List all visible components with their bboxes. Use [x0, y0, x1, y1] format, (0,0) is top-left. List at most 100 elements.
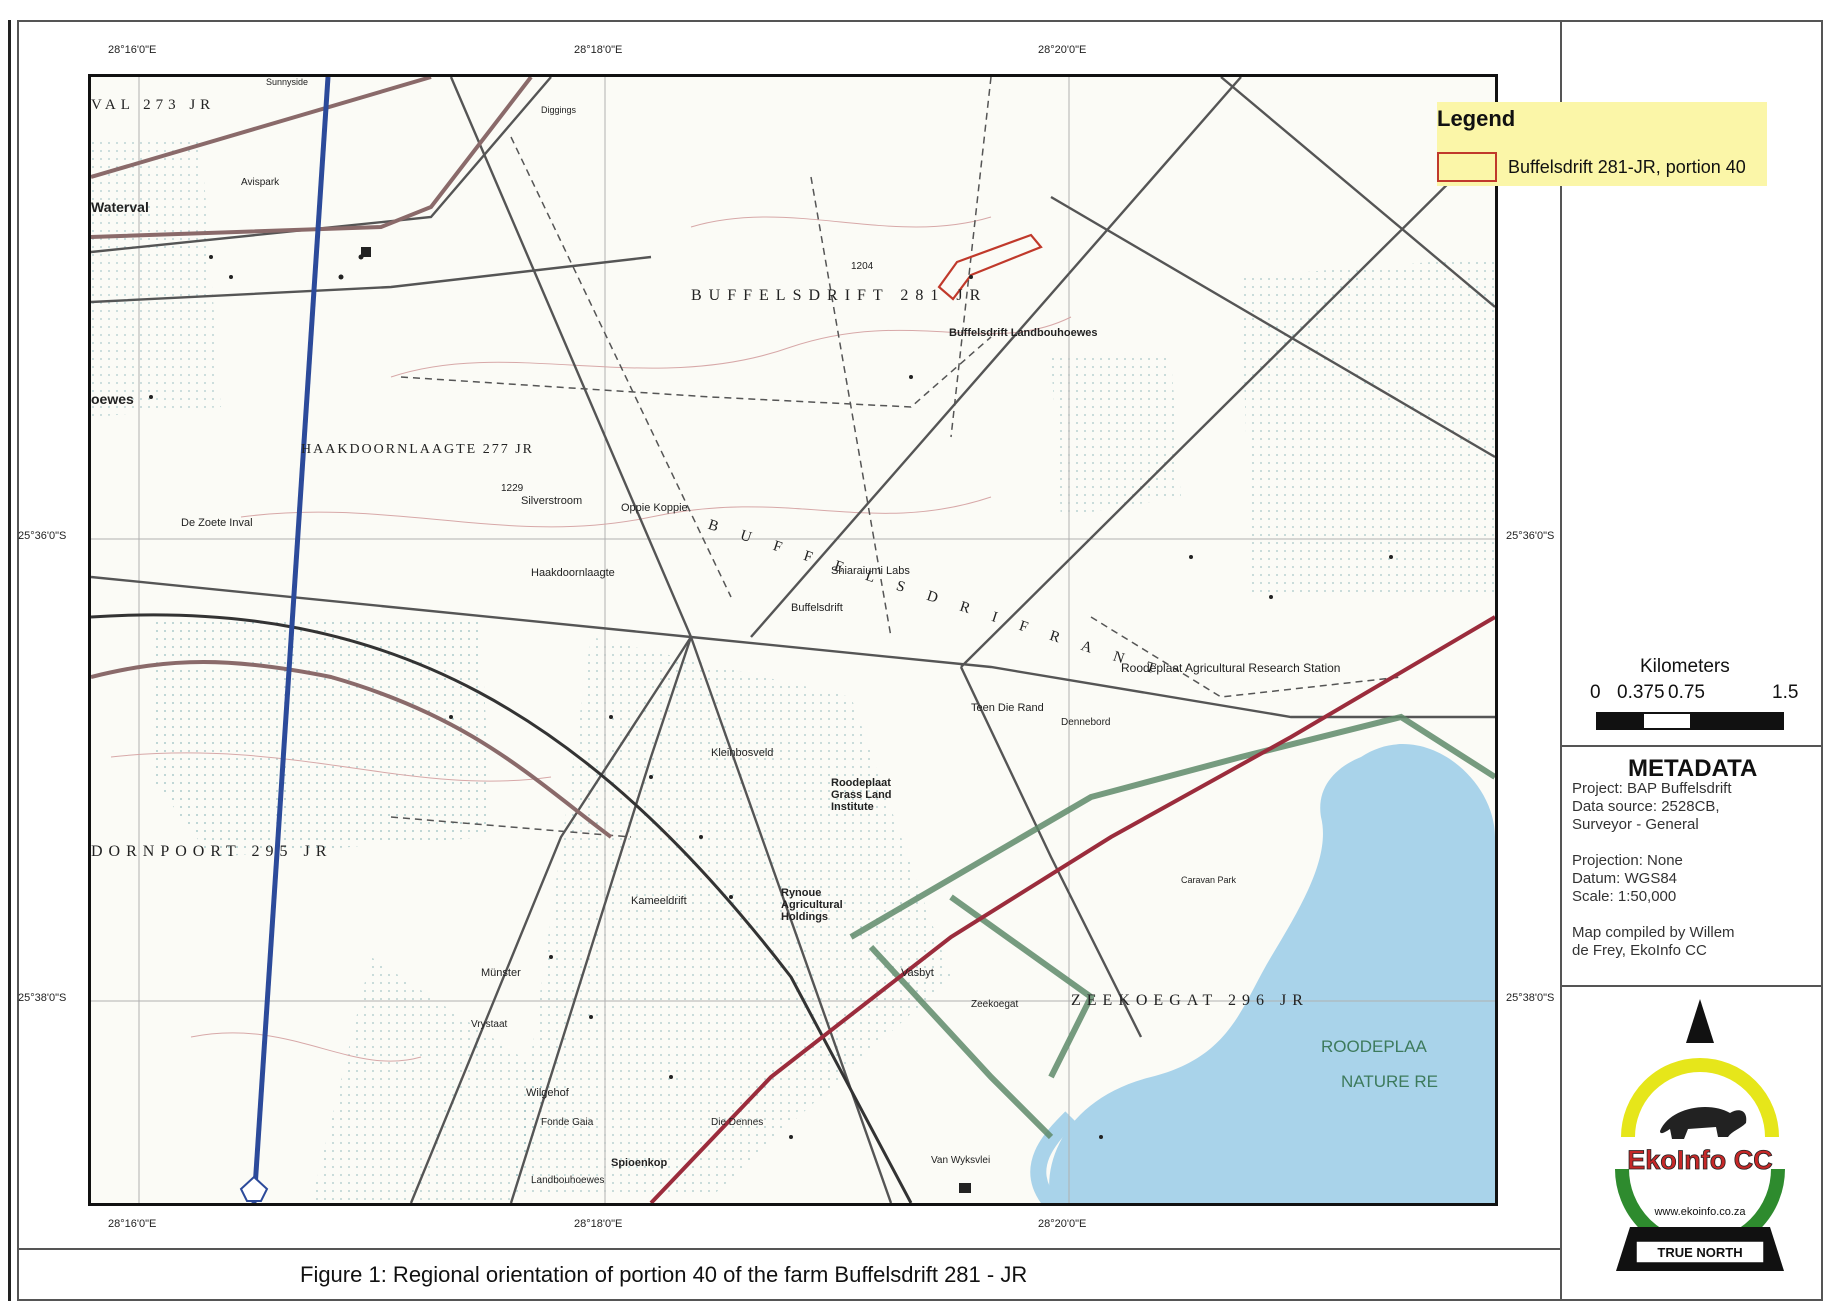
building-dot	[699, 835, 703, 839]
scale-tick-075: 0.75	[1668, 682, 1705, 703]
label-caravan-park: Caravan Park	[1181, 875, 1237, 885]
building-dot	[609, 715, 613, 719]
label-elevation-1204: 1204	[851, 261, 874, 272]
nature-reserve-boundary	[849, 713, 1495, 940]
main-road-r513	[649, 615, 1495, 1203]
legend-item-label: Buffelsdrift 281-JR, portion 40	[1508, 157, 1746, 177]
grid-label-top-3: 28°20'0"E	[1038, 44, 1087, 56]
label-kameeldrift: Kameeldrift	[631, 895, 687, 907]
nature-reserve-boundary	[949, 894, 1095, 1079]
vegetation-patch	[1241, 257, 1495, 597]
label-munster: Münster	[481, 967, 521, 979]
metadata-line: Data source: 2528CB,	[1572, 798, 1720, 815]
farm-boundary	[810, 176, 892, 638]
building-dot	[549, 955, 553, 959]
rhino-icon	[1660, 1107, 1747, 1139]
figure-caption: Figure 1: Regional orientation of portio…	[300, 1262, 1028, 1287]
left-border-bar	[8, 20, 11, 1301]
farm-boundary	[510, 136, 732, 598]
grid-label-right-1: 25°36'0"S	[1506, 530, 1555, 542]
roodeplaat-dam	[1049, 744, 1495, 1203]
label-van-wyksvlei: Van Wyksvlei	[931, 1155, 991, 1166]
road	[1050, 195, 1495, 459]
grid-label-right-2: 25°38'0"S	[1506, 992, 1555, 1004]
vegetation-patch	[91, 137, 221, 417]
label-farm-haakdoornlaagte: HAAKDOORNLAAGTE 277 JR	[301, 442, 534, 457]
scale-tick-15: 1.5	[1772, 682, 1799, 703]
power-line-marker	[239, 1175, 269, 1202]
logo-url-text: www.ekoinfo.co.za	[1653, 1206, 1746, 1218]
label-fonde-gaia: Fonde Gaia	[541, 1117, 594, 1128]
label-landbouhoewes: Landbouhoewes	[531, 1175, 605, 1186]
building-dot	[1389, 555, 1393, 559]
vegetation-patch	[1051, 357, 1181, 517]
figure-frame	[17, 20, 1823, 1301]
building-dot	[969, 275, 973, 279]
legend-title: Legend	[1437, 106, 1516, 131]
scale-seg-2	[1644, 714, 1690, 728]
railway	[91, 660, 613, 839]
rail-line	[91, 613, 913, 1203]
portion-40-outline	[937, 233, 1043, 301]
grid-label-top-1: 28°16'0"E	[108, 44, 157, 56]
label-shiaraiumi: Shiaraiumi Labs	[831, 565, 910, 577]
label-de-zoete-inval: De Zoete Inval	[181, 517, 253, 529]
metadata-line: Map compiled by Willem	[1572, 924, 1735, 941]
label-nature-reserve: NATURE RE	[1341, 1072, 1438, 1091]
label-farm-zeekoegat: ZEEKOEGAT 296 JR	[1071, 992, 1309, 1009]
building-dot	[229, 275, 233, 279]
label-kleinbosveld: Kleinbosveld	[711, 747, 774, 759]
building-dot	[149, 395, 153, 399]
label-rynoue: Rynoue Agricultural Holdings	[781, 887, 843, 923]
metadata-line	[1572, 834, 1735, 852]
power-line	[251, 77, 331, 1203]
metadata-line: Scale: 1:50,000	[1572, 888, 1677, 905]
building-dot	[209, 255, 213, 259]
scale-title: Kilometers	[1640, 656, 1730, 677]
grid-label-left-2: 25°38'0"S	[18, 992, 67, 1004]
label-avispark: Avispark	[241, 177, 280, 188]
road	[750, 77, 1242, 638]
label-vasbyt: Vasbyt	[901, 967, 934, 979]
road	[960, 136, 1495, 668]
building-dot	[449, 715, 453, 719]
scale-seg-1	[1598, 714, 1644, 728]
railway	[91, 77, 432, 179]
label-haakdoornlaagte: Haakdoornlaagte	[531, 567, 615, 579]
map-drawing	[91, 77, 1495, 1203]
metadata-text: Project: BAP Buffelsdrift Data source: 2…	[1572, 780, 1735, 960]
label-farm-doornpoort: DORNPOORT 295 JR	[91, 843, 333, 860]
metadata-title: METADATA	[1628, 755, 1758, 782]
logo-brand-text: EkoInfo CC	[1627, 1145, 1773, 1175]
label-wilgehof: Wilgehof	[526, 1087, 569, 1099]
contour-line	[240, 496, 992, 528]
north-arrow-icon	[1686, 999, 1714, 1043]
farm-boundary	[1090, 616, 1402, 698]
contour-line	[690, 216, 992, 228]
scale-seg-3	[1690, 714, 1782, 728]
topographic-map[interactable]: VAL 273 JR BUFFELSDRIFT 281 JR HAAKDOORN…	[88, 74, 1498, 1206]
contour-line	[390, 316, 1072, 378]
label-buffelsdrift-landbou: Buffelsdrift Landbouhoewes	[949, 327, 1098, 339]
railway	[91, 77, 533, 239]
label-elevation-1229: 1229	[501, 483, 524, 494]
vegetation-patch	[511, 637, 951, 1197]
label-dennebord: Dennebord	[1061, 717, 1111, 728]
road	[509, 636, 693, 1203]
label-oewes: oewes	[91, 391, 134, 407]
label-roodeplaat-station: Roodeplaat Agricultural Research Station	[1121, 661, 1341, 675]
side-panel-divider	[1560, 20, 1562, 1301]
true-north-label-box	[1635, 1240, 1765, 1264]
road	[409, 636, 693, 1203]
metadata-line: Surveyor - General	[1572, 816, 1699, 833]
metadata-line: de Frey, EkoInfo CC	[1572, 942, 1707, 959]
metadata-line: Project: BAP Buffelsdrift	[1572, 780, 1732, 797]
metadata-divider-top	[1562, 745, 1823, 747]
label-teen-die-rand: Teen Die Rand	[971, 702, 1044, 714]
label-roodeplaat-nature: ROODEPLAA	[1321, 1037, 1427, 1056]
building-dot	[649, 775, 653, 779]
building-dot	[669, 1075, 673, 1079]
label-buffelsdrift-place: Buffelsdrift	[791, 602, 843, 614]
scale-tick-0: 0	[1590, 682, 1601, 703]
grid-label-bottom-3: 28°20'0"E	[1038, 1218, 1087, 1230]
